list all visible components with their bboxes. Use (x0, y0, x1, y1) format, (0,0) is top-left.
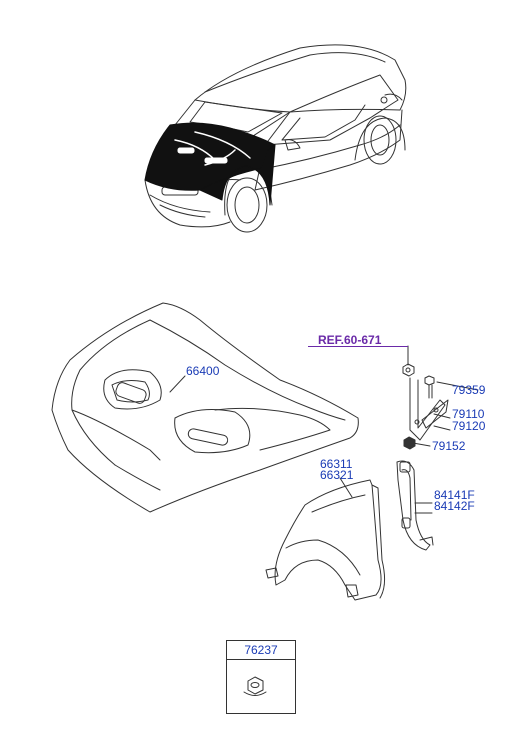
fender-part-drawing (265, 479, 386, 601)
part-label-hood[interactable]: 66400 (186, 364, 220, 378)
fender-liner-drawing (396, 460, 434, 551)
part-label-fender-rh[interactable]: 66321 (320, 468, 354, 482)
part-label-nut[interactable]: 79152 (432, 439, 466, 453)
part-label-hinge-lh[interactable]: 79110 (452, 407, 485, 421)
leader-lines (169, 345, 479, 514)
reference-underline (308, 346, 408, 347)
reference-label[interactable]: REF.60-671 (318, 333, 382, 347)
hinge-assembly-drawing (402, 363, 449, 450)
nut-part-box[interactable]: 76237 (226, 640, 296, 714)
part-label-hinge-rh[interactable]: 79120 (452, 419, 486, 433)
part-label-fender-lh[interactable]: 66311 (320, 457, 353, 471)
car-fender-highlight (199, 144, 276, 206)
part-label-fender-liner-rh[interactable]: 84142F (434, 499, 475, 513)
nut-76237-drawing (243, 676, 267, 696)
hood-part-drawing (51, 302, 359, 513)
part-label-fender-liner-lh[interactable]: 84141F (434, 488, 475, 502)
part-label-bolt[interactable]: 79359 (452, 383, 486, 397)
part-label-nut-box[interactable]: 76237 (227, 641, 295, 660)
